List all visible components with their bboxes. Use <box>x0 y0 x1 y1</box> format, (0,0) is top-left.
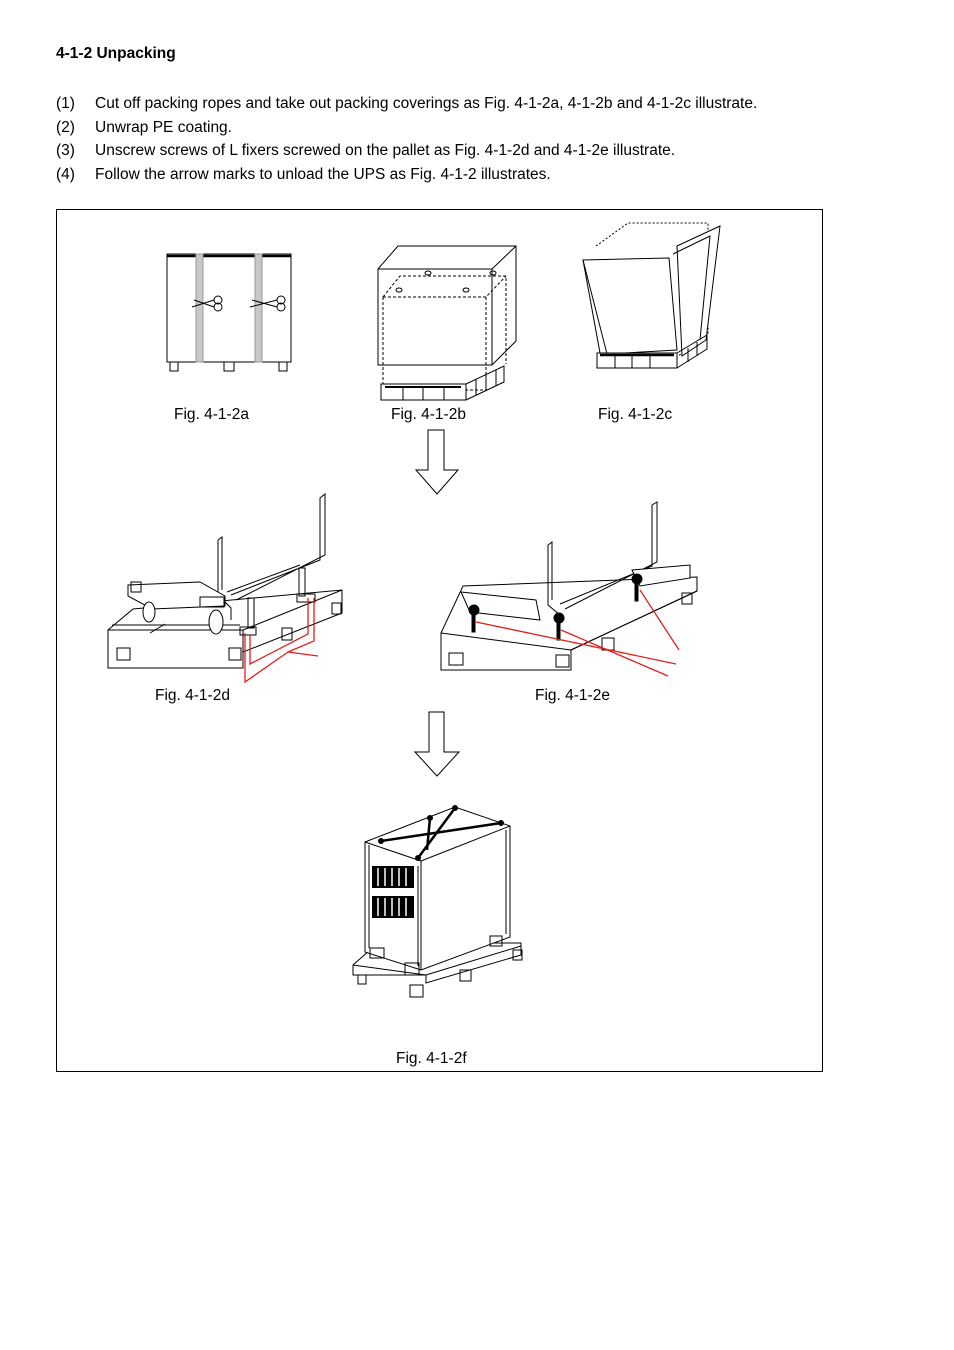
fig-a-crate-straps-drawing <box>166 253 292 372</box>
scissors-icon <box>249 295 286 312</box>
figure-caption-e: Fig. 4-1-2e <box>535 687 610 704</box>
figure-caption-b: Fig. 4-1-2b <box>391 406 466 423</box>
down-arrow-icon <box>413 711 461 777</box>
down-arrow-icon <box>414 429 460 495</box>
step-item: (3)Unscrew screws of L fixers screwed on… <box>56 142 676 159</box>
lifting-rope-lines <box>380 807 502 859</box>
figure-caption-a: Fig. 4-1-2a <box>174 406 249 423</box>
figure-caption-c: Fig. 4-1-2c <box>598 406 673 423</box>
vent-grille <box>372 866 414 918</box>
section-heading: 4-1-2 Unpacking <box>56 45 176 62</box>
fig-e-callout-lines <box>475 589 680 677</box>
figure-frame <box>56 209 823 1072</box>
fig-c-cover-removed-drawing <box>582 222 721 369</box>
step-list: (1)Cut off packing ropes and take out pa… <box>56 92 757 186</box>
fig-e-bolts-drawing <box>440 501 698 671</box>
fig-d-callout-lines <box>244 598 319 684</box>
figure-caption-d: Fig. 4-1-2d <box>155 687 230 704</box>
scissors-icon <box>191 295 223 312</box>
fig-f-ups-on-pallet-drawing <box>352 805 523 998</box>
bolt-icon <box>468 573 643 641</box>
fig-d-l-fixers-drawing <box>107 492 343 669</box>
step-item: (4)Follow the arrow marks to unload the … <box>56 165 551 183</box>
fig-b-cover-lift-drawing <box>377 245 517 401</box>
figure-caption-f: Fig. 4-1-2f <box>396 1050 467 1067</box>
step-item: (1)Cut off packing ropes and take out pa… <box>56 95 758 112</box>
step-item: (2)Unwrap PE coating. <box>56 118 232 136</box>
